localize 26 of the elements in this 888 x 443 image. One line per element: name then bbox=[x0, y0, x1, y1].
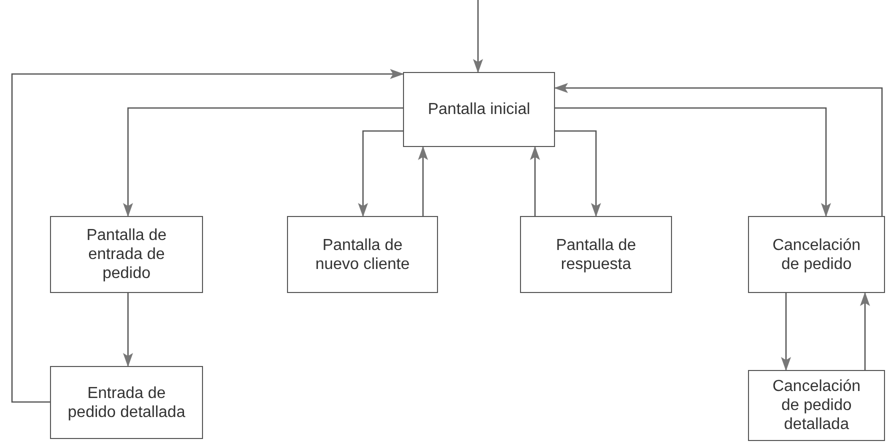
process-box bbox=[520, 216, 672, 293]
arrow bbox=[473, 0, 483, 73]
arrow bbox=[555, 130, 601, 217]
arrow bbox=[781, 293, 791, 371]
process-box bbox=[50, 366, 203, 439]
box-label: Pantalla de entrada de pedido bbox=[85, 226, 168, 283]
box-label: Pantalla inicial bbox=[428, 100, 530, 119]
box-label: Pantalla de nuevo cliente bbox=[314, 236, 411, 274]
arrow bbox=[418, 146, 428, 216]
process-box bbox=[403, 72, 555, 147]
arrow bbox=[358, 130, 403, 217]
process-box bbox=[50, 216, 203, 293]
box-label: Cancelación de pedido bbox=[771, 236, 862, 274]
arrow bbox=[11, 69, 404, 403]
arrow bbox=[530, 146, 540, 216]
box-label: Entrada de pedido detallada bbox=[66, 384, 186, 422]
process-box bbox=[748, 216, 885, 293]
arrow bbox=[554, 83, 883, 216]
process-box bbox=[287, 216, 438, 293]
arrow bbox=[123, 293, 133, 367]
arrow bbox=[123, 107, 403, 217]
box-label: Pantalla de respuesta bbox=[554, 236, 638, 274]
arrow bbox=[555, 107, 831, 217]
process-box bbox=[748, 370, 885, 441]
box-label: Cancelación de pedido detallada bbox=[771, 377, 862, 434]
arrow bbox=[860, 292, 870, 370]
